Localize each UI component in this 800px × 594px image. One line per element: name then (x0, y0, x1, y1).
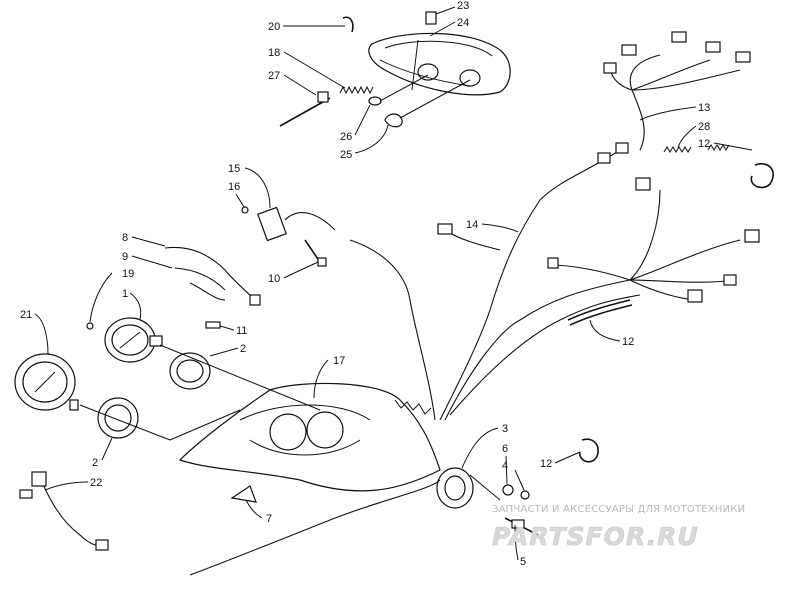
gauge-wiring (164, 246, 261, 306)
callout-13: 13 (698, 102, 710, 114)
gauge-seal-right (169, 352, 211, 390)
callout-12-top: 12 (698, 138, 710, 150)
callout-25: 25 (340, 149, 352, 161)
adjust-screw (279, 91, 331, 127)
callout-14: 14 (466, 219, 478, 231)
callout-26: 26 (340, 131, 352, 143)
callout-2-left: 2 (92, 457, 98, 469)
callout-11: 11 (236, 325, 247, 337)
warning-decal (230, 485, 257, 503)
callout-24: 24 (457, 17, 469, 29)
callout-10: 10 (268, 273, 280, 285)
assembly-leader-lines (79, 344, 441, 576)
callout-4: 4 (502, 460, 508, 472)
headlight-clip (425, 11, 437, 25)
headlight-trim-strip (342, 16, 354, 33)
bulb-holder (384, 113, 403, 128)
callout-21: 21 (20, 309, 32, 321)
watermark-logo: PARTSFOR.RU (492, 522, 699, 551)
callout-8: 8 (122, 232, 128, 244)
tachometer (104, 317, 163, 363)
bulb-socket (368, 96, 382, 106)
switch-knob (504, 517, 541, 537)
callout-27: 27 (268, 70, 280, 82)
callout-28: 28 (698, 121, 710, 133)
callout-7: 7 (266, 513, 272, 525)
harness-sleeve (567, 299, 633, 326)
callout-1: 1 (122, 288, 128, 300)
harness-spring (663, 144, 730, 153)
retaining-ring-top (750, 163, 774, 189)
main-wiring-harness (349, 54, 741, 421)
callout-15: 15 (228, 163, 240, 175)
callout-3: 3 (502, 423, 508, 435)
light-switch (436, 467, 501, 509)
relay-module (241, 206, 336, 242)
screw (86, 322, 94, 330)
callout-6: 6 (502, 443, 508, 455)
callout-22: 22 (90, 477, 102, 489)
gauge-seal-left (97, 397, 139, 439)
callout-9: 9 (122, 251, 128, 263)
speedometer (14, 353, 79, 411)
harness-connectors (437, 31, 760, 303)
callout-20: 20 (268, 21, 280, 33)
gauge-bulb (205, 321, 221, 329)
watermark-tagline: ЗАПЧАСТИ И АКСЕССУАРЫ ДЛЯ МОТОТЕХНИКИ (492, 504, 745, 515)
retaining-ring-bottom (579, 438, 599, 463)
callout-labels: 20 23 24 18 27 26 25 13 28 12 15 16 14 1… (20, 0, 753, 568)
gauge-bulb-harness (19, 471, 109, 551)
adjust-spring (339, 85, 374, 95)
callout-5: 5 (520, 556, 526, 568)
callout-17: 17 (333, 355, 345, 367)
switch-nut (520, 490, 530, 500)
switch-washer (502, 484, 514, 496)
headlight-assembly (368, 32, 511, 96)
dash-console (178, 382, 441, 492)
watermark: ЗАПЧАСТИ И АКСЕССУАРЫ ДЛЯ МОТОТЕХНИКИ PA… (492, 504, 745, 551)
callout-19: 19 (122, 268, 134, 280)
callout-23: 23 (457, 0, 469, 12)
callout-12-bottom: 12 (540, 458, 552, 470)
callout-12-mid: 12 (622, 336, 634, 348)
callout-16: 16 (228, 181, 240, 193)
mounting-bolt (304, 239, 327, 267)
callout-18: 18 (268, 47, 280, 59)
callout-2-right: 2 (240, 343, 246, 355)
